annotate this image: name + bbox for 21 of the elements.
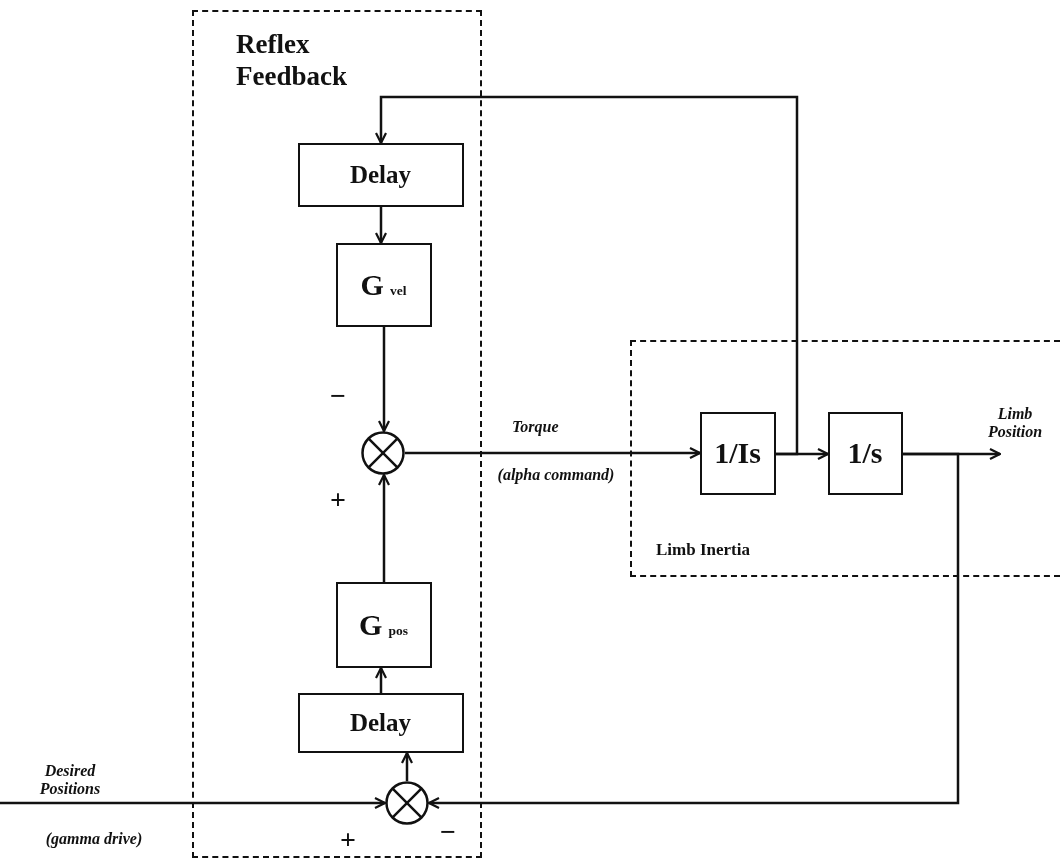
signal-arrow [427,452,960,810]
signal-arrow [374,95,799,456]
transfer-function-box: Delay [297,692,464,753]
sign-label: − [330,380,347,413]
signal-note: (alpha command) [496,466,616,485]
group-title: Reflex Feedback [236,28,348,93]
group-title: Limb Inertia [656,540,751,561]
signal-arrow [377,473,391,582]
transfer-function-box: 1/s [827,411,903,495]
transfer-function-box: 1/Is [699,411,776,495]
sign-label: + [330,484,347,517]
signal-arrow [377,327,391,433]
signal-arrow [374,207,388,245]
signal-arrow [0,796,387,810]
transfer-function-box: Delay [297,142,464,207]
dashed-group-box [192,10,482,858]
signal-arrow [374,666,388,693]
sign-label: + [340,824,357,857]
signal-note: (gamma drive) [44,830,144,849]
sign-label: − [440,816,457,849]
signal-arrow [400,751,414,781]
